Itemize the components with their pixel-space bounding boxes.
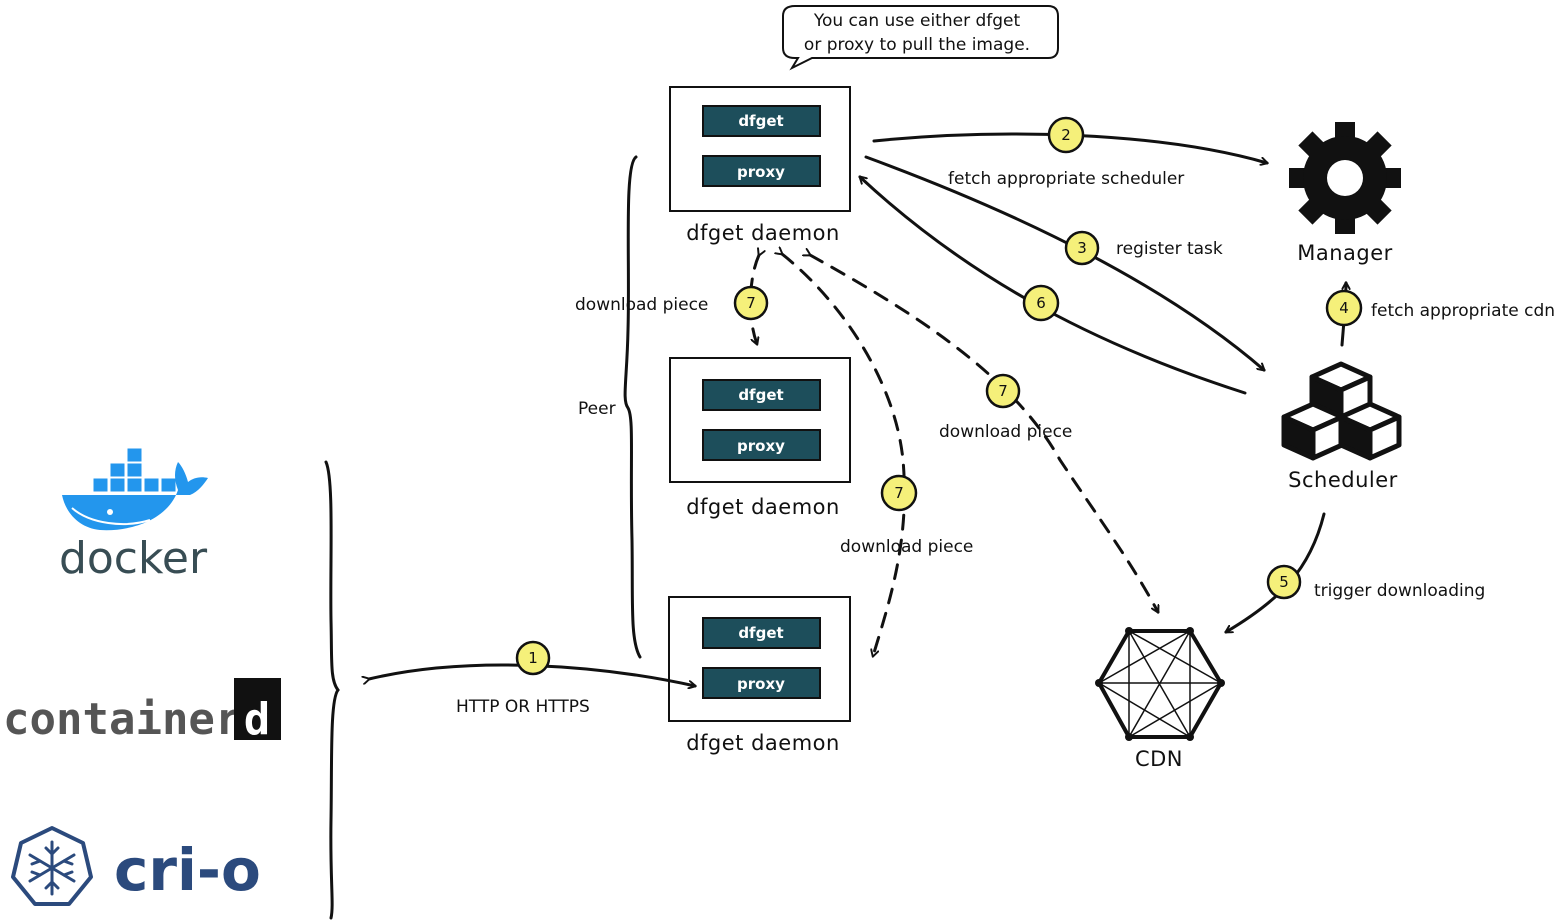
svg-text:7: 7 [746,294,756,312]
step-badge-1: 1 [515,640,551,676]
step-3-label: register task [1116,239,1223,259]
daemon-caption: dfget daemon [686,731,840,755]
arrow-step-7b [810,255,1160,612]
svg-text:6: 6 [1036,294,1046,312]
containerd-logo-box [234,678,281,740]
dfget-daemon-2: dfget proxy dfget daemon [669,357,851,519]
speech-bubble-line2: or proxy to pull the image. [804,35,1030,55]
cdn-label: CDN [1135,747,1183,771]
network-hexagon-icon [1095,627,1225,741]
proxy-label: proxy [737,163,785,181]
svg-text:7: 7 [998,382,1008,400]
proxy-label: proxy [737,437,785,455]
step-badge-7c: 7 [880,474,918,512]
proxy-label: proxy [737,675,785,693]
step-2-label: fetch appropriate scheduler [948,169,1184,189]
daemon-caption: dfget daemon [686,221,840,245]
step-7c-label: download piece [840,537,973,557]
step-badge-5: 5 [1266,564,1302,600]
daemon-caption: dfget daemon [686,495,840,519]
peer-label: Peer [578,399,616,419]
dfget-daemon-3: dfget proxy dfget daemon [668,596,851,755]
svg-text:2: 2 [1061,126,1071,144]
step-badge-4: 4 [1325,289,1363,327]
docker-logo-text: docker [59,533,208,584]
dfget-label: dfget [738,386,783,404]
step-badge-2: 2 [1047,116,1085,154]
dfget-daemon-1: dfget proxy dfget daemon [669,86,851,245]
cubes-icon [1281,361,1402,461]
speech-bubble-line1: You can use either dfget [813,11,1021,31]
svg-text:5: 5 [1279,573,1289,591]
dfget-label: dfget [738,112,783,130]
step-badge-3: 3 [1064,230,1100,266]
peer-brace: Peer [578,155,642,659]
crio-logo-text: cri-o [114,836,261,904]
svg-text:1: 1 [528,649,538,667]
containerd-logo-d: d [244,694,271,745]
arrow-step-7a [749,255,759,344]
step-badge-7a: 7 [733,285,769,321]
dfget-label: dfget [738,624,783,642]
step-5-label: trigger downloading [1314,581,1485,601]
crio-snowflake-icon [11,826,93,906]
svg-text:3: 3 [1077,239,1087,257]
gear-icon [1289,122,1401,234]
proxy-button[interactable] [702,155,821,187]
manager-label: Manager [1297,241,1393,265]
speech-bubble: You can use either dfget or proxy to pul… [782,5,1059,71]
dfget-button[interactable] [702,105,821,137]
svg-text:4: 4 [1339,299,1349,317]
svg-text:7: 7 [894,484,904,502]
arrow-step-7c [782,254,906,656]
step-7b-label: download piece [939,422,1072,442]
step-badge-6: 6 [1022,284,1060,322]
arrow-step-6 [860,175,1247,395]
containerd-logo-text: container [3,694,241,745]
step-7a-label: download piece [575,295,708,315]
step-badge-7b: 7 [985,373,1021,409]
step-1-label: HTTP OR HTTPS [456,697,590,717]
step-4-label: fetch appropriate cdn [1371,301,1555,321]
proxy-button[interactable] [702,667,821,699]
docker-whale-icon [62,447,208,531]
runtime-brace [324,460,340,920]
scheduler-label: Scheduler [1288,468,1398,492]
